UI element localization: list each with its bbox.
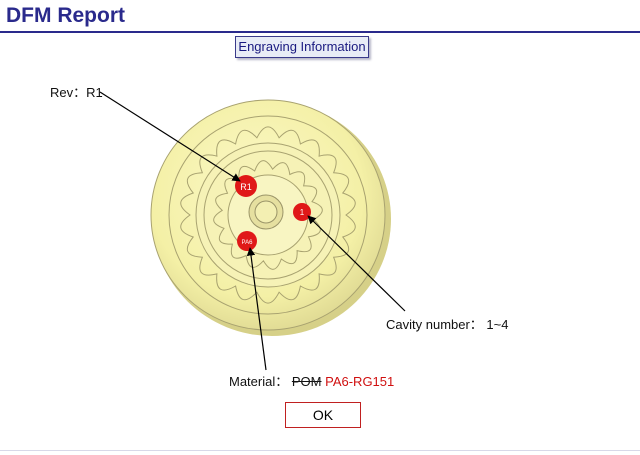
leader-arrow-rev — [99, 91, 241, 182]
marker-cavity-text: 1 — [300, 208, 305, 217]
callout-cavity-number: Cavity number： 1~4 — [386, 317, 509, 332]
marker-rev-text: R1 — [240, 182, 252, 192]
title-divider — [0, 31, 640, 33]
outer-teeth-outline — [180, 126, 356, 304]
callout-rev: Rev：R1 — [50, 85, 103, 100]
callout-material: Material： POM PA6-RG151 — [229, 371, 394, 390]
marker-cavity: 1 — [293, 203, 311, 221]
gear-outer-teeth — [168, 115, 368, 315]
material-new-value: PA6-RG151 — [325, 374, 395, 389]
section-heading-engraving: Engraving Information — [235, 36, 369, 58]
marker-rev: R1 — [235, 175, 257, 197]
material-old-value: POM — [291, 374, 322, 389]
inner-teeth-outline — [213, 160, 323, 270]
report-title: DFM Report — [6, 4, 125, 27]
leader-arrow-material — [246, 247, 267, 371]
leader-arrow-cavity — [307, 215, 406, 312]
marker-material-text: PA6 — [242, 240, 254, 246]
ok-button[interactable]: OK — [285, 402, 361, 428]
material-label: Material： — [229, 374, 289, 389]
bottom-divider — [0, 450, 640, 451]
gear-center-bore — [248, 194, 284, 230]
marker-material: PA6 — [237, 231, 257, 251]
